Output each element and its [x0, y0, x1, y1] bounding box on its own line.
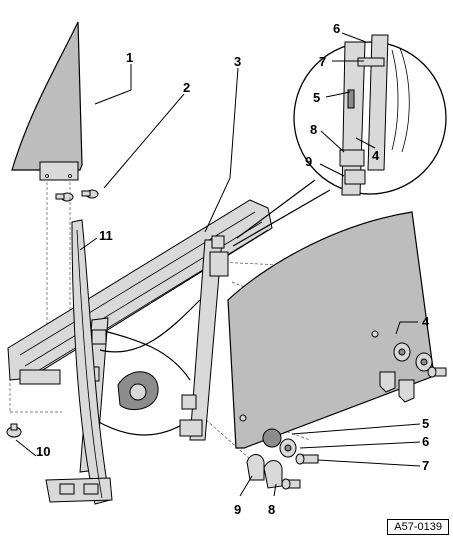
callout-6-main: 6 [422, 434, 429, 449]
callout-10: 10 [36, 444, 50, 459]
clip-part-8 [263, 460, 283, 489]
upper-fastener-set [379, 342, 447, 403]
callout-5-detail: 5 [313, 90, 320, 105]
detail-view [232, 34, 447, 247]
callout-9-main: 9 [234, 502, 241, 517]
vent-glass-part-1 [11, 21, 83, 181]
callout-8-detail: 8 [310, 122, 317, 137]
bolt-part-10 [6, 423, 22, 438]
screw-part-2 [55, 189, 99, 202]
clip-part-9 [246, 454, 265, 481]
callout-4-main: 4 [422, 314, 430, 329]
callout-11: 11 [99, 228, 113, 243]
guide-rail-part-11 [45, 219, 113, 505]
callout-8-main: 8 [268, 502, 275, 517]
lower-fastener-set [246, 428, 319, 490]
door-glass-part-4 [227, 211, 435, 449]
callout-1: 1 [126, 50, 133, 65]
callout-7-main: 7 [422, 458, 429, 473]
washer-part-5 [262, 428, 282, 448]
reference-code: A57-0139 [387, 519, 449, 535]
callout-4-detail: 4 [372, 148, 380, 163]
leader-lines [15, 32, 421, 497]
callout-3: 3 [234, 54, 241, 69]
callout-7-detail: 7 [319, 54, 326, 69]
callout-6-detail: 6 [333, 21, 340, 36]
callout-2: 2 [183, 80, 190, 95]
callout-5-main: 5 [422, 416, 429, 431]
callout-9-detail: 9 [305, 154, 312, 169]
